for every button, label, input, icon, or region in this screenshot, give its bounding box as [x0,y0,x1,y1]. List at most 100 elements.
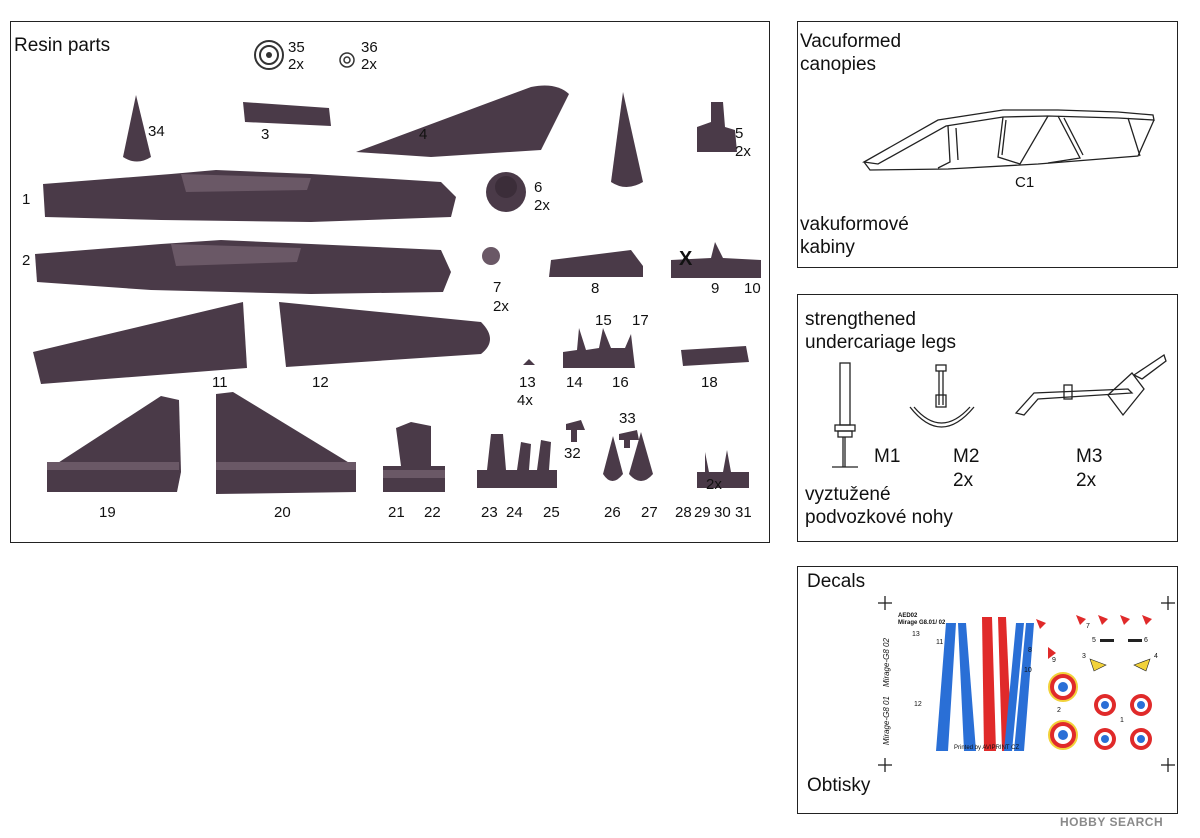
part-label-8: 8 [591,280,600,297]
decal-sheet-code: AED02 [898,613,918,619]
decal-printer: Printed by AVIPRINT CZ [954,745,1020,751]
decal-num-6: 6 [1144,637,1148,644]
canopies-title-en-1: Vacuformed [800,31,902,52]
part-5 [697,102,737,152]
part-label-12: 12 [312,374,329,391]
part-33 [619,430,639,448]
canopy-drawing [862,109,1155,171]
undercarriage-panel: strengthened undercariage legs M1 M2 2x … [797,294,1178,542]
canopy-part-label: C1 [1015,174,1035,191]
part-32 [566,420,585,442]
leg-label-m2: M2 [953,446,980,467]
part-label-26: 26 [604,504,621,521]
decals-panel: Decals AED02 Mirage G8.01/ 02 Mirage-G8 … [797,566,1178,814]
legs-title-en-2: undercariage legs [805,332,957,353]
decal-num-1: 1 [1120,717,1124,724]
part-label-4: 4 [419,126,428,143]
part-1-fuselage [43,170,456,222]
leg-qty-m2: 2x [953,470,974,491]
part-qty-36: 2x [361,56,377,73]
part-qty-7: 2x [493,298,509,315]
part-label-3: 3 [261,126,270,143]
part-label-6: 6 [534,179,543,196]
part-label-33: 33 [619,410,636,427]
part-26 [603,436,623,481]
part-qty-35: 2x [288,56,304,73]
part-qty-5: 2x [735,143,751,160]
part-6 [486,172,526,212]
part-label-31: 31 [735,504,752,521]
part-label-28: 28 [675,504,692,521]
part-label-25: 25 [543,504,560,521]
canopies-title-cz-2: kabiny [800,237,855,258]
part-qty-13: 4x [517,392,533,409]
legs-title-cz-1: vyztužené [805,484,891,505]
leg-m3 [1014,353,1167,417]
part-19 [47,396,181,492]
part-14-17 [563,328,635,368]
part-3 [243,102,331,126]
part-label-13: 13 [519,374,536,391]
part-label-2: 2 [22,252,31,269]
part-label-21: 21 [388,504,405,521]
part-20 [216,392,356,494]
decal-num-4: 4 [1154,653,1158,660]
part-label-19: 19 [99,504,116,521]
legs-title-cz-2: podvozkové nohy [805,507,953,528]
resin-parts-title: Resin parts [14,35,111,56]
legs-title-en-1: strengthened [805,309,916,330]
part-label-29: 29 [694,504,711,521]
part-23-25 [477,434,557,488]
leg-label-m1: M1 [874,446,901,467]
part-label-20: 20 [274,504,291,521]
leg-qty-m3: 2x [1076,470,1097,491]
part-label-14: 14 [566,374,583,391]
part-label-10: 10 [744,280,761,297]
part-35-wheel [254,40,284,70]
part-label-17: 17 [632,312,649,329]
part-36-wheel [339,52,355,68]
decal-reg-1: Mirage-G8 02 [882,638,891,687]
decal-num-3: 3 [1082,653,1086,660]
decal-num-5: 5 [1092,637,1096,644]
part-label-36: 36 [361,39,378,56]
part-7 [482,247,500,265]
resin-parts-panel: Resin parts 35 2x 36 2x 34 3 4 5 2x 1 6 … [10,21,770,543]
resin-parts-drawing [33,40,761,494]
part-label-35: 35 [288,39,305,56]
canopies-title-en-2: canopies [800,54,877,75]
part-label-32: 32 [564,445,581,462]
part-label-30: 30 [714,504,731,521]
part-27 [629,432,653,481]
leg-m2 [909,364,975,428]
part-label-18: 18 [701,374,718,391]
decal-num-2: 2 [1057,707,1061,714]
decal-num-12: 12 [914,701,922,708]
part-18 [681,346,749,366]
part-label-34: 34 [148,123,165,140]
part-12-wing [279,302,490,367]
part-34-cone [123,95,151,162]
decal-num-8: 8 [1028,647,1032,654]
part-label-22: 22 [424,504,441,521]
x-mark: X [679,248,693,270]
part-11-wing [33,302,247,384]
part-9-10 [671,242,761,278]
part-21-22 [383,422,445,492]
part-label-5: 5 [735,125,744,142]
decal-num-9: 9 [1052,657,1056,664]
part-qty-6: 2x [534,197,550,214]
decal-reg-2: Mirage-G8 01 [882,696,891,745]
part-28-31 [697,450,749,488]
decals-title-en: Decals [807,571,866,592]
part-label-16: 16 [612,374,629,391]
part-label-9: 9 [711,280,720,297]
decal-num-13: 13 [912,631,920,638]
part-qty-31: 2x [706,476,722,493]
part-label-11: 11 [212,374,228,391]
part-label-27: 27 [641,504,658,521]
part-label-1: 1 [22,191,31,208]
decal-num-10: 10 [1024,667,1032,674]
part-label-23: 23 [481,504,498,521]
decal-num-11: 11 [936,639,944,646]
